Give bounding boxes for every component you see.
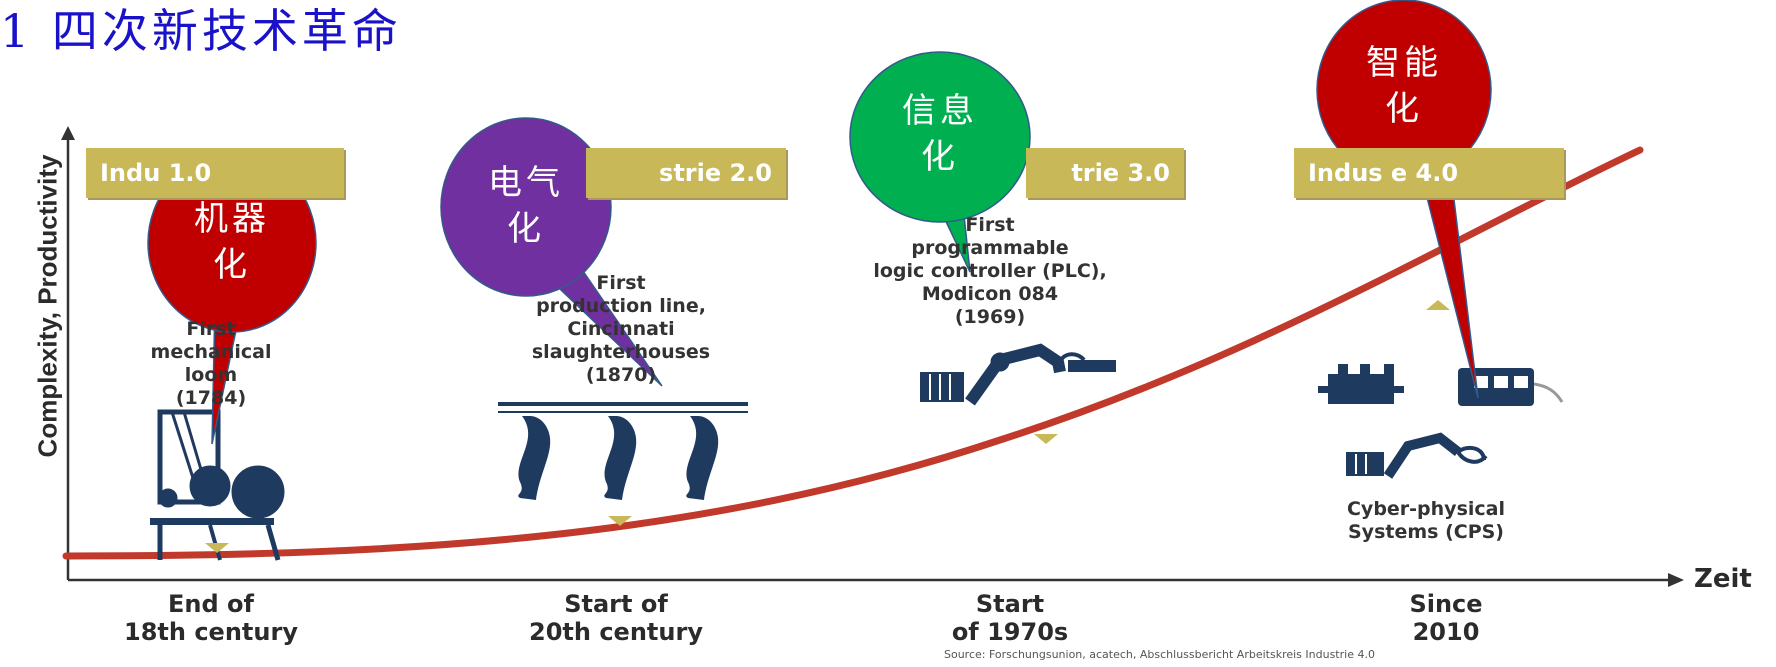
milestone-3: First programmable logic controller (PLC… — [873, 214, 1107, 328]
era-box-2: strie 2.0 — [586, 148, 786, 198]
era-box-4: Indus e 4.0 — [1294, 148, 1564, 198]
period-label-3: Start of 1970s — [951, 590, 1069, 646]
bubble-text-2: 电气 化 — [488, 163, 564, 249]
bubble-2 — [440, 117, 612, 297]
milestone-4: Cyber-physical Systems (CPS) — [1346, 498, 1505, 543]
curve-marker-2 — [608, 516, 632, 526]
bubble-text-3: 信息 化 — [902, 91, 978, 177]
cps-robot-icon — [1346, 432, 1488, 479]
plc-robot-icon — [920, 343, 1116, 406]
production-line-icon — [498, 402, 748, 500]
growth-curve — [62, 146, 1644, 560]
x-axis-label: Zeit — [1694, 564, 1752, 594]
source-note: Source: Forschungsunion, acatech, Abschl… — [944, 648, 1375, 661]
era-box-3: trie 3.0 — [1026, 148, 1184, 198]
period-label-1: End of 18th century — [124, 590, 298, 646]
bubble-3 — [849, 51, 1031, 223]
curve-marker-3 — [1034, 434, 1058, 444]
curve-marker-1 — [205, 543, 229, 553]
cps-machines-icon — [1318, 364, 1404, 404]
y-axis-arrow — [61, 126, 75, 140]
page-title: 1 四次新技术革命 — [0, 4, 402, 58]
x-axis-arrow — [1668, 573, 1684, 587]
era-box-1: Indu 1.0 — [86, 148, 344, 198]
period-label-2: Start of 20th century — [529, 590, 703, 646]
curve-marker-4 — [1426, 300, 1450, 310]
speech-bubbles — [147, 0, 1492, 333]
y-axis-label: Complexity, Productivity — [32, 154, 63, 458]
mechanical-loom-icon — [150, 409, 285, 561]
milestone-2: First production line, Cincinnati slaugh… — [531, 272, 711, 386]
bubble-text-1: 机器 化 — [194, 199, 270, 285]
period-label-4: Since 2010 — [1409, 590, 1483, 646]
milestone-1: First mechanical loom (1784) — [150, 318, 272, 409]
bubble-text-4: 智能 化 — [1366, 43, 1442, 129]
axes — [61, 126, 1684, 587]
